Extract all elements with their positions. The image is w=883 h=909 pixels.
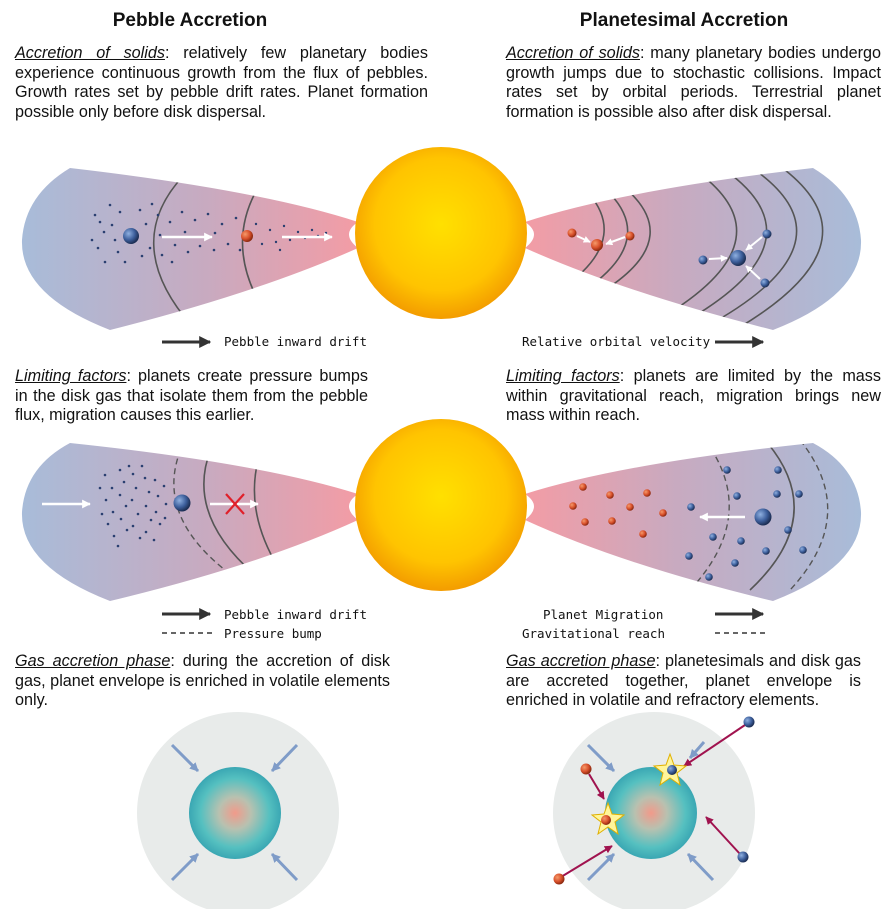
right-accretion-of-solids-text: Accretion of solids: many planetary bodi… [506,44,881,122]
right-accretion-of-solids-term: Accretion of solids [506,44,640,62]
impact-star-icon [652,752,688,787]
impact-star-icon [590,801,626,836]
planetesimal-disk-right-bottom [525,443,862,601]
left-accretion-of-solids-text: Accretion of solids: relatively few plan… [15,44,428,122]
pebble-disk-left-bottom [21,443,359,601]
planetesimals-red [569,483,667,538]
pebble-disk-left-top [21,168,359,330]
left-gas-accretion-text: Gas accretion phase: during the accretio… [15,652,390,711]
planetesimals-blue [685,466,807,581]
legend-gravitational-reach-label: Gravitational reach [522,626,665,641]
right-gas-accretion-body: : planetesimals and disk gas are accrete… [506,652,861,709]
right-column-title: Planetesimal Accretion [579,10,789,31]
legend-relative-velocity-label: Relative orbital velocity [522,334,711,349]
left-accretion-of-solids-term: Accretion of solids [15,44,165,62]
right-limiting-factors-body: : planets are limited by the mass within… [506,367,881,424]
pebble-accreting-planet-small [241,230,253,242]
left-limiting-factors-body: : planets create pressure bumps in the d… [15,367,368,424]
right-accretion-of-solids-body: : many planetary bodies undergo growth j… [506,44,881,121]
planet-envelope-right [605,767,697,859]
right-limiting-factors-term: Limiting factors [506,367,620,385]
star-top [355,147,527,319]
legend-pressure-bump-label: Pressure bump [224,626,322,641]
right-gas-accretion-term: Gas accretion phase [506,652,656,670]
legend-pebble-drift-label-2: Pebble inward drift [224,607,367,622]
left-gas-accretion-body: : during the accretion of disk gas, plan… [15,652,390,709]
blocked-flux-x-icon [225,493,245,515]
legend-pebble-drift-label-1: Pebble inward drift [224,334,367,349]
legend-planet-migration-label: Planet Migration [543,607,664,622]
right-gas-accretion-text: Gas accretion phase: planetesimals and d… [506,652,861,711]
left-limiting-factors-term: Limiting factors [15,367,127,385]
migrating-planet [754,508,772,526]
star-bottom [355,419,527,591]
right-limiting-factors-text: Limiting factors: planets are limited by… [506,367,881,426]
left-column-title: Pebble Accretion [112,10,268,31]
gas-accretion-left [137,712,339,909]
planetesimal-disk-right-top [525,168,862,330]
gas-accretion-right [553,712,755,909]
isolated-planet [173,494,191,512]
left-gas-accretion-term: Gas accretion phase [15,652,171,670]
left-limiting-factors-text: Limiting factors: planets create pressur… [15,367,368,426]
pebble-pileup [98,464,168,548]
pebble-accreting-planet-large [123,228,139,244]
left-accretion-of-solids-body: : relatively few planetary bodies experi… [15,44,429,121]
planet-envelope-left [189,767,281,859]
